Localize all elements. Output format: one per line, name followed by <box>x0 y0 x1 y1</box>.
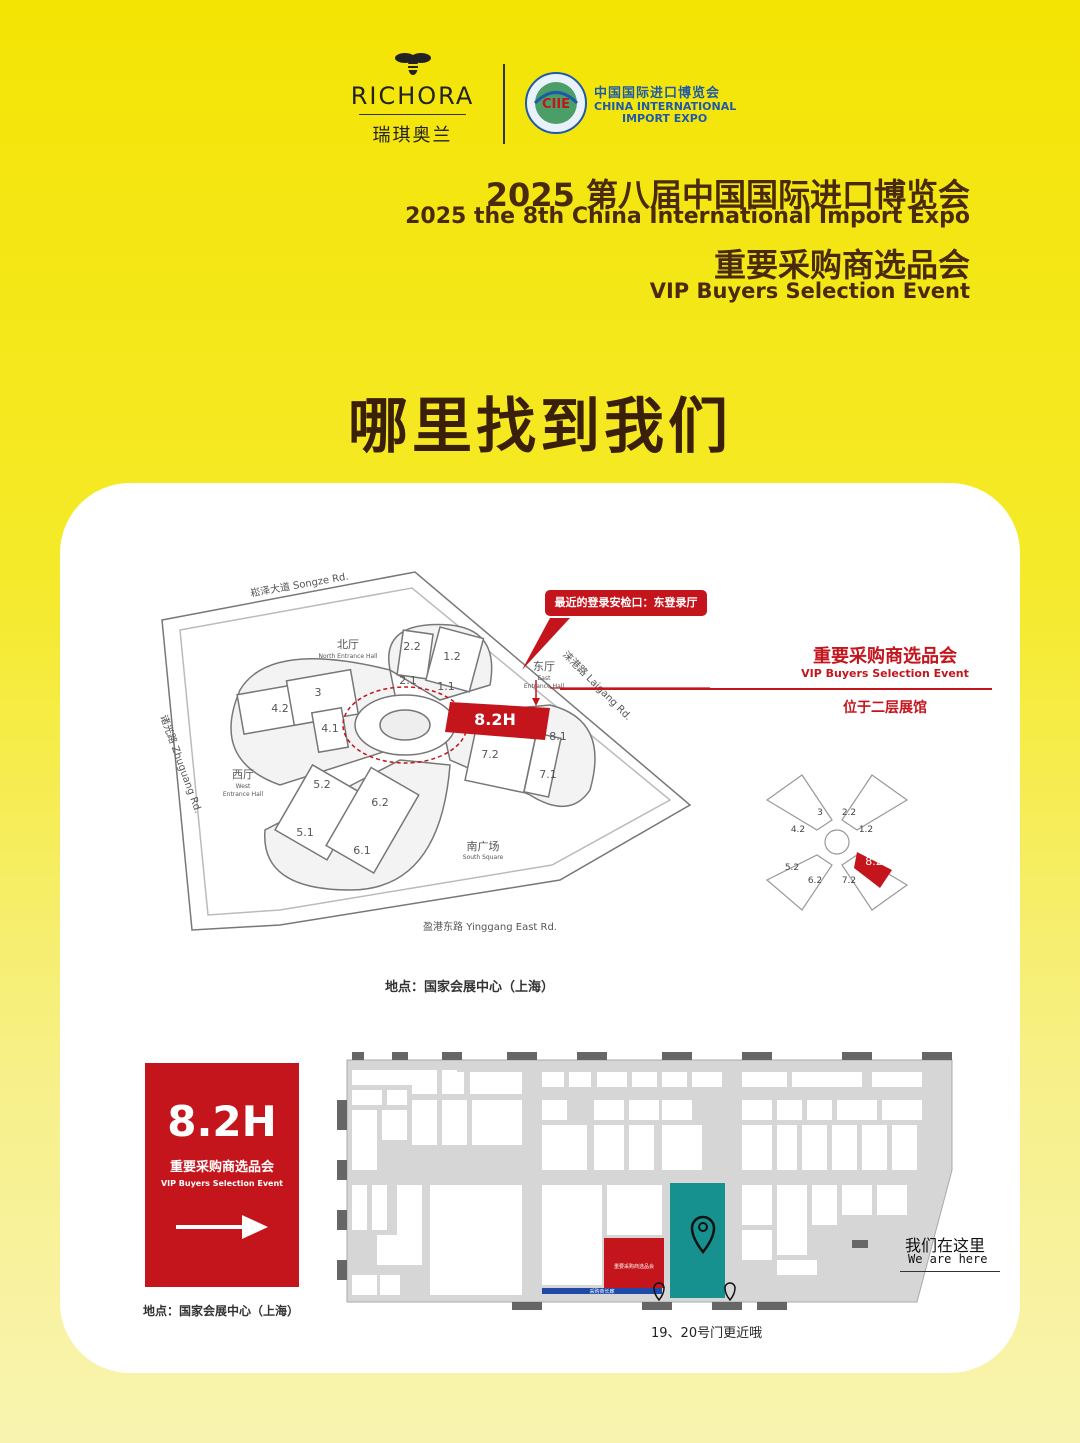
mini-hall-label: 2.2 <box>842 808 856 818</box>
road-north: 崧泽大道 Songze Rd. <box>249 570 349 600</box>
legend-cn: 重要采购商选品会 <box>169 1160 274 1175</box>
event-note-en: VIP Buyers Selection Event <box>801 667 969 680</box>
road-south: 盈港东路 Yinggang East Rd. <box>423 920 557 933</box>
legend-hall: 8.2H <box>167 1097 277 1146</box>
gate-pin-icon <box>653 1282 736 1302</box>
note-leader-line <box>560 688 992 690</box>
ciie-name-en-1: CHINA INTERNATIONAL <box>594 100 737 113</box>
entrance-callout: 最近的登录安检口：东登录厅 <box>545 590 707 616</box>
bee-icon <box>394 53 431 75</box>
header-subtitle-cn: 重要采购商选品会 <box>713 246 970 284</box>
hall-label: 1.2 <box>443 650 461 663</box>
header-title-cn: 2025 第八届中国国际进口博览会 <box>485 176 970 214</box>
mini-hall-highlight-label: 8.2 <box>865 855 883 868</box>
buyers-corridor <box>542 1288 662 1294</box>
north-hall-cn: 北厅 <box>337 638 359 651</box>
road-west: 诸光路 Zhuguang Rd. <box>157 713 205 815</box>
mini-hall-label: 1.2 <box>859 825 873 835</box>
hall-legend: 8.2H 重要采购商选品会 VIP Buyers Selection Event <box>145 1063 299 1287</box>
hall-8-2h-label: 8.2H <box>474 710 516 729</box>
south-square-en: South Square <box>463 854 504 861</box>
hall-label: 8.1 <box>549 730 567 743</box>
hall-8-2h-shape <box>445 702 550 740</box>
header-subtitle-en: VIP Buyers Selection Event <box>649 279 970 303</box>
legend-en: VIP Buyers Selection Event <box>160 1179 283 1188</box>
mini-map: 3 2.2 4.2 1.2 5.2 6.2 7.2 8.2 <box>765 774 909 911</box>
hall-label: 3 <box>315 686 322 699</box>
richora-logo: RICHORA 瑞琪奥兰 <box>345 50 480 147</box>
logo-divider <box>503 64 505 144</box>
site-boundary <box>161 571 692 931</box>
svg-text:CIIE: CIIE <box>542 97 570 112</box>
hall-label: 4.2 <box>271 702 289 715</box>
east-hall-en-2: Entrance Hall <box>524 683 565 690</box>
page-title: 哪里找到我们 <box>348 392 732 462</box>
hall-label: 6.2 <box>371 796 389 809</box>
hall-label: 7.1 <box>539 768 557 781</box>
event-area <box>604 1238 664 1288</box>
hall-label: 5.2 <box>313 778 331 791</box>
corridor-label: 采购商长廊 <box>589 1288 614 1295</box>
hall-label: 6.1 <box>353 844 371 857</box>
south-square-cn: 南广场 <box>467 839 500 853</box>
brand-name-cn: 瑞琪奥兰 <box>372 125 453 146</box>
header-title-en: 2025 the 8th China International Import … <box>405 204 970 229</box>
mini-hall-label: 4.2 <box>791 825 805 835</box>
arrow-right-icon <box>176 1215 268 1239</box>
mini-hall-label: 6.2 <box>808 876 822 886</box>
ciie-text: 中国国际进口博览会 CHINA INTERNATIONAL IMPORT EXP… <box>594 82 736 125</box>
west-hall-en-2: Entrance Hall <box>223 791 264 798</box>
brand-name: RICHORA <box>350 82 475 110</box>
ciie-name-cn: 中国国际进口博览会 <box>594 86 721 101</box>
east-hall-cn: 东厅 <box>533 660 555 673</box>
west-hall-en-1: West <box>236 783 251 790</box>
mini-hall-label: 7.2 <box>842 876 856 886</box>
mini-hall-label: 5.2 <box>785 863 799 873</box>
floor-plan: 重要采购商选品会 采购商长廊 <box>337 1052 953 1310</box>
event-note-cn: 重要采购商选品会 <box>813 646 957 667</box>
venue-map: 8.2H 2.2 1.2 2.1 1.1 3 4.2 4.1 7.2 8.1 7… <box>157 570 710 933</box>
east-hall-en-1: East <box>538 675 552 682</box>
hall-label: 4.1 <box>321 722 339 735</box>
venue-location: 地点：国家会展中心（上海） <box>385 980 555 995</box>
event-area-label: 重要采购商选品会 <box>614 1263 654 1270</box>
location-pin-icon <box>690 1215 716 1255</box>
hall-label: 5.1 <box>296 826 314 839</box>
west-hall-cn: 西厅 <box>232 768 254 781</box>
hall-location: 地点：国家会展中心（上海） <box>143 1304 300 1318</box>
ciie-name-en-2: IMPORT EXPO <box>622 112 708 125</box>
we-are-here-cn: 我们在这里 <box>905 1236 986 1255</box>
we-are-here-en: We are here <box>908 1252 988 1266</box>
teal-hall <box>670 1183 725 1298</box>
mini-map-highlight <box>854 852 892 888</box>
hall-label: 2.2 <box>403 640 421 653</box>
hall-label: 1.1 <box>437 680 455 693</box>
north-hall-en: North Entrance Hall <box>318 653 377 660</box>
here-underline <box>900 1271 1000 1272</box>
gates-note: 19、20号门更近哦 <box>651 1326 763 1341</box>
hall-label: 2.1 <box>399 674 417 687</box>
hall-label: 7.2 <box>481 748 499 761</box>
mini-hall-label: 3 <box>817 808 823 818</box>
callout-pointer <box>522 618 570 670</box>
road-east: 涞港路 Laigang Rd. <box>560 648 635 723</box>
ciie-globe-icon: CIIE <box>525 72 587 134</box>
event-note-floor: 位于二层展馆 <box>843 700 927 716</box>
